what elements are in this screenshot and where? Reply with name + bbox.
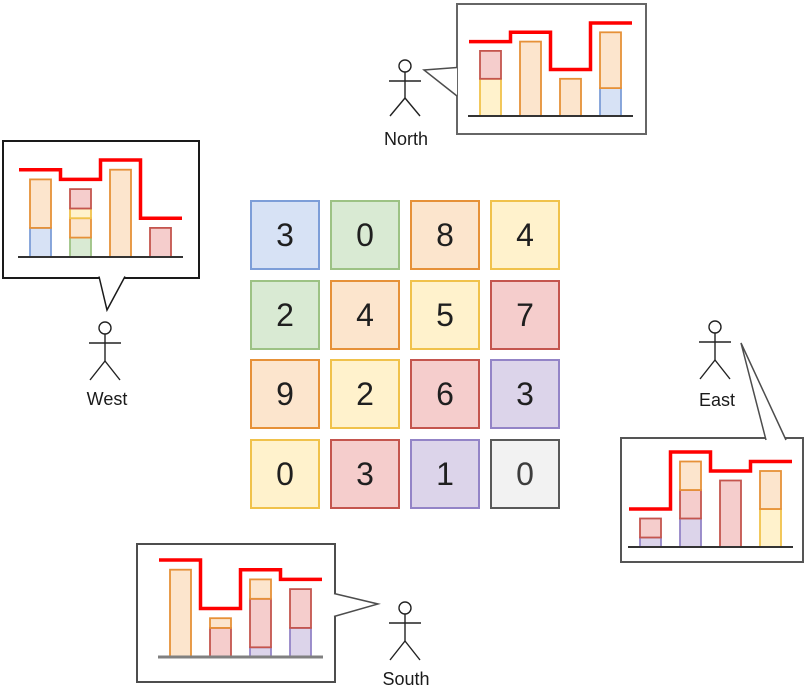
east-view-bubble: [620, 437, 804, 563]
south-observer-label: South: [382, 669, 430, 689]
north-skyline-chart: [468, 21, 633, 117]
north-observer-icon: [389, 59, 421, 117]
west-skyline-chart: [18, 158, 183, 258]
grid-cell-r3c2: 2: [330, 359, 400, 429]
grid-cell-r1c4: 4: [490, 200, 560, 270]
east-skyline-chart: [628, 450, 793, 548]
grid-cell-r1c2: 0: [330, 200, 400, 270]
north-view-bubble: [456, 3, 647, 135]
south-bubble-tail: [333, 592, 381, 618]
grid-cell-r1c3: 8: [410, 200, 480, 270]
east-observer-label: East: [698, 390, 736, 410]
east-observer-icon: [699, 320, 731, 380]
south-observer-icon: [389, 601, 421, 661]
grid-cell-r2c1: 2: [250, 279, 320, 350]
west-bubble-tail: [98, 276, 126, 313]
grid-cell-r2c4: 7: [490, 279, 560, 350]
west-view-bubble: [2, 140, 200, 279]
south-view-bubble: [136, 543, 336, 683]
west-observer-label: West: [86, 389, 128, 409]
east-bubble-tail: [740, 342, 787, 441]
west-observer-icon: [89, 321, 121, 381]
grid-cell-r4c1: 0: [250, 438, 320, 509]
grid-cell-r3c3: 6: [410, 359, 480, 429]
grid-cell-r3c1: 9: [250, 359, 320, 429]
south-skyline-chart: [158, 558, 323, 659]
grid-cell-r2c2: 4: [330, 279, 400, 350]
grid-cell-r4c4: 0: [490, 438, 560, 509]
grid-cell-r3c4: 3: [490, 359, 560, 429]
grid-cell-r2c3: 5: [410, 279, 480, 350]
grid-cell-r4c2: 3: [330, 438, 400, 509]
grid-cell-r1c1: 3: [250, 200, 320, 270]
north-bubble-tail: [422, 66, 458, 97]
north-observer-label: North: [383, 129, 429, 149]
grid-cell-r4c3: 1: [410, 438, 480, 509]
